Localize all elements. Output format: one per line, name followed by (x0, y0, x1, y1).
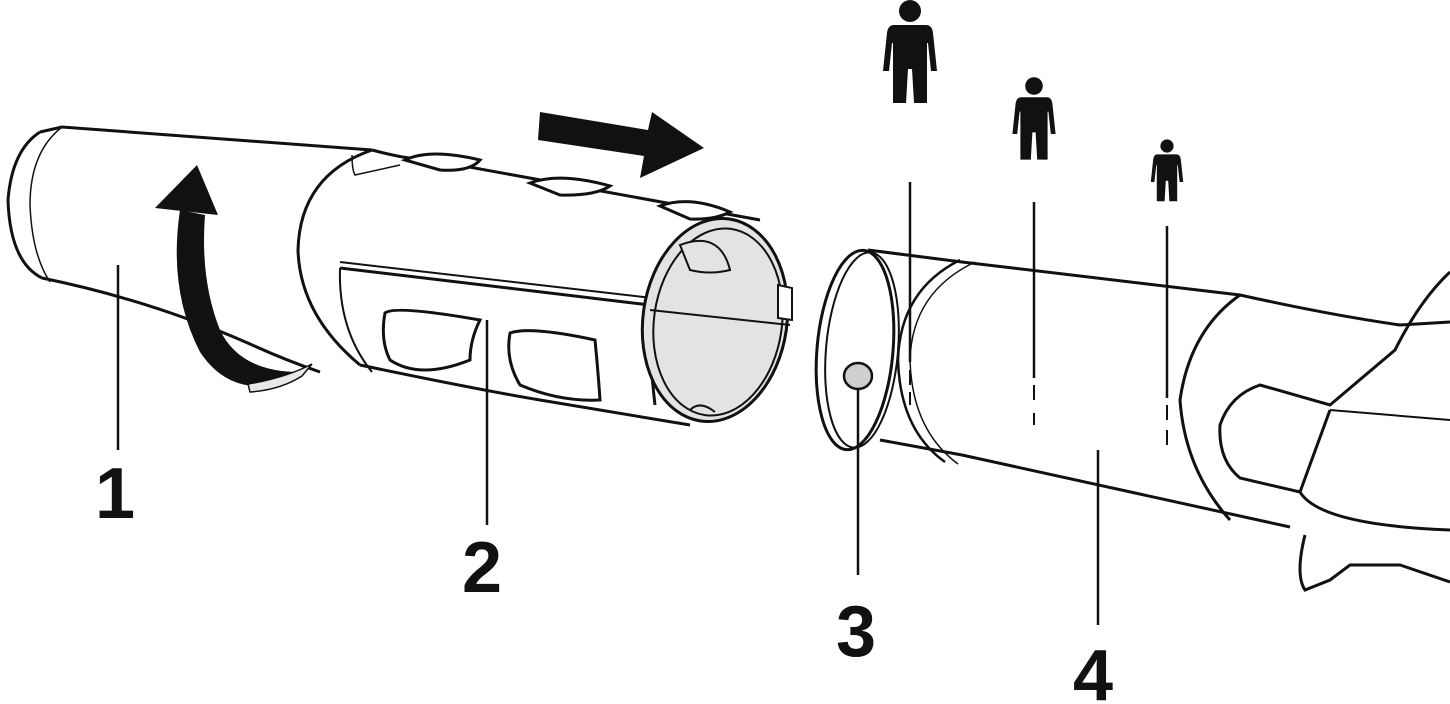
locking-pin (842, 361, 874, 391)
length-marker-short-person-icon (1150, 139, 1184, 202)
nozzle (6, 125, 373, 393)
length-marker-long-person-icon (883, 0, 937, 103)
length-marker-medium-person-icon (1012, 77, 1056, 160)
callout-2-label: 2 (462, 528, 502, 608)
blower-tube (814, 248, 1450, 592)
callout-4-label: 4 (1073, 636, 1113, 704)
callout-1-label: 1 (95, 454, 135, 534)
callout-3-label: 3 (836, 592, 876, 672)
leader-lines (116, 182, 1169, 625)
push-arrow-icon (538, 112, 704, 178)
sleeve (296, 148, 793, 427)
rotate-arrow-icon (176, 210, 300, 387)
